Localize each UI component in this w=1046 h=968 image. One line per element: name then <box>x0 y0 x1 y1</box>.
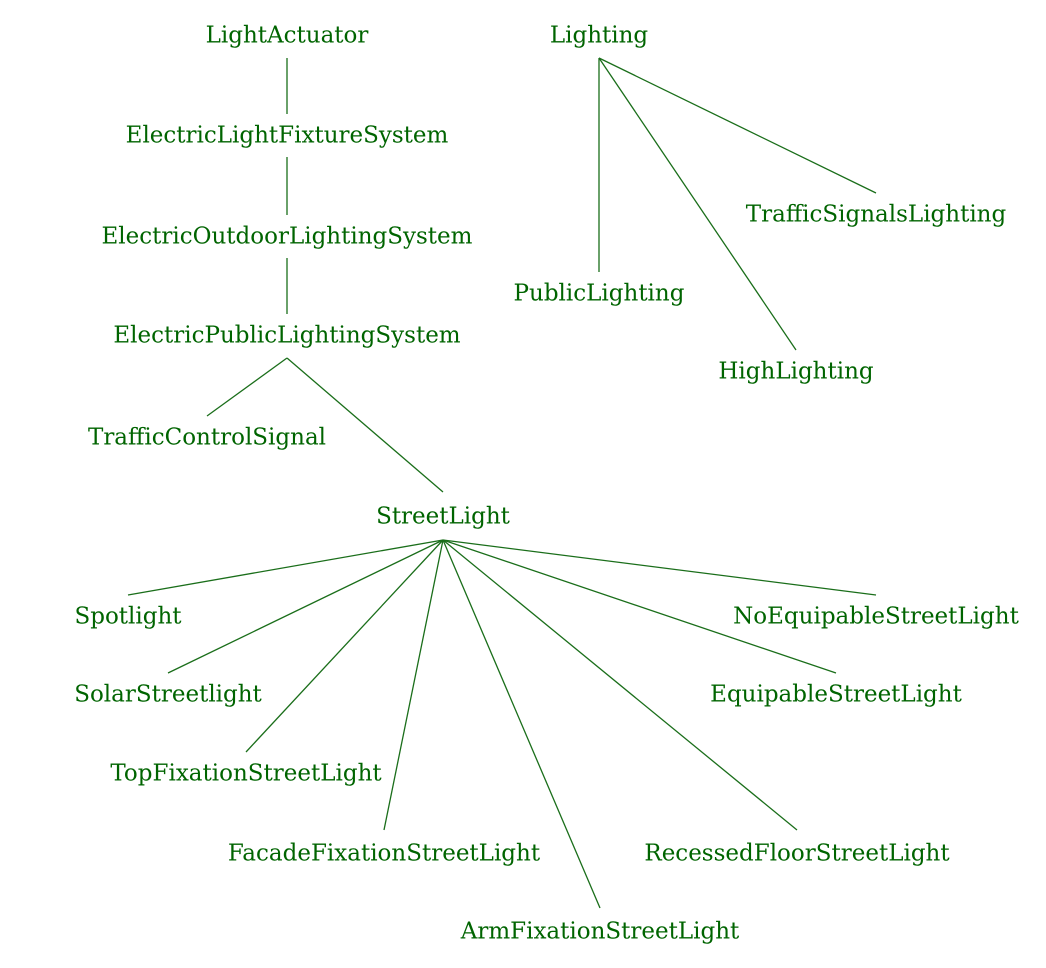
edge-street-light-to-facade-fixation-street-light <box>383 539 444 831</box>
node-facade-fixation-street-light: FacadeFixationStreetLight <box>227 840 541 867</box>
node-lighting: Lighting <box>549 22 649 49</box>
edge-lighting-to-traffic-signals-lighting <box>598 57 877 194</box>
edge-street-light-to-spotlight <box>127 539 444 596</box>
node-light-actuator: LightActuator <box>205 22 369 49</box>
edge-street-light-to-no-equipable-street-light <box>442 539 877 596</box>
node-public-lighting: PublicLighting <box>513 280 685 307</box>
node-street-light: StreetLight <box>376 503 510 530</box>
node-traffic-control-signal: TrafficControlSignal <box>87 424 327 451</box>
edge-electric-public-lighting-system-to-street-light <box>286 357 444 493</box>
node-electric-public-lighting-system: ElectricPublicLightingSystem <box>113 322 461 349</box>
node-traffic-signals-lighting: TrafficSignalsLighting <box>745 201 1007 228</box>
node-electric-outdoor-lighting-system: ElectricOutdoorLightingSystem <box>101 223 473 250</box>
edge-electric-public-lighting-system-to-traffic-control-signal <box>206 357 288 417</box>
edge-street-light-to-arm-fixation-street-light <box>442 539 601 909</box>
node-no-equipable-street-light: NoEquipableStreetLight <box>733 603 1019 630</box>
node-solar-streetlight: SolarStreetlight <box>74 681 262 708</box>
edge-lighting-to-high-lighting <box>598 57 797 351</box>
edge-street-light-to-recessed-floor-street-light <box>442 539 798 831</box>
node-high-lighting: HighLighting <box>718 358 874 385</box>
node-arm-fixation-street-light: ArmFixationStreetLight <box>460 918 740 945</box>
node-spotlight: Spotlight <box>74 603 182 630</box>
node-recessed-floor-street-light: RecessedFloorStreetLight <box>644 840 950 867</box>
edge-street-light-to-equipable-street-light <box>442 539 837 674</box>
node-top-fixation-street-light: TopFixationStreetLight <box>110 760 382 787</box>
node-electric-light-fixture-system: ElectricLightFixtureSystem <box>125 122 449 149</box>
edge-street-light-to-solar-streetlight <box>167 539 444 674</box>
edge-street-light-to-top-fixation-street-light <box>245 539 444 753</box>
node-equipable-street-light: EquipableStreetLight <box>710 681 962 708</box>
